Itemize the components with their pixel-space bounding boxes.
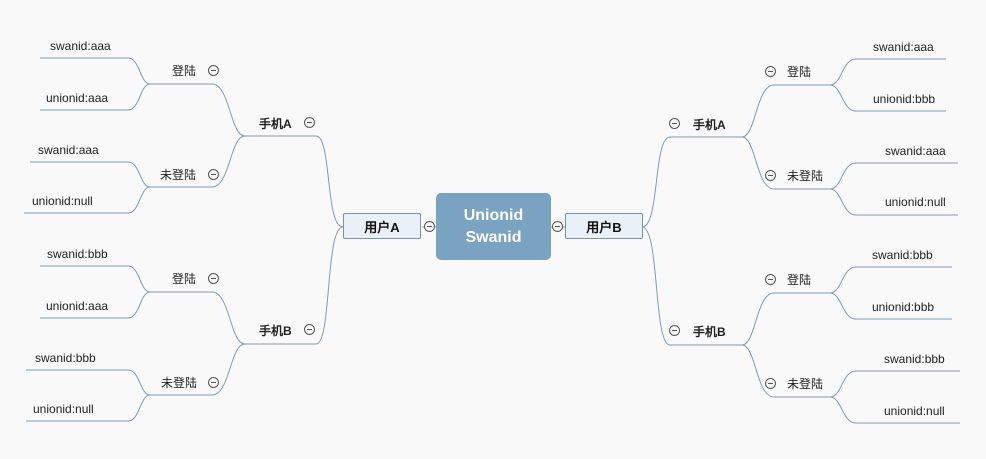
central-topic-line2: Swanid [465,228,522,246]
right-phone-b-login-label[interactable]: 登陆 [787,273,812,287]
collapse-left-phone-b-icon[interactable] [304,324,315,335]
left-phone-a-label[interactable]: 手机A [259,117,292,131]
right-phone-b-login-swanid: swanid:bbb [872,248,933,262]
left-phone-a-login-unionid: unionid:aaa [46,91,109,105]
collapse-right-phone-b-icon[interactable] [669,325,680,336]
right-phone-a-nologin-swanid: swanid:aaa [885,144,946,158]
right-phone-a-login-label[interactable]: 登陆 [787,65,812,79]
left-phone-a-nologin-unionid: unionid:null [32,194,93,208]
collapse-user-a-icon[interactable] [424,221,435,232]
right-phone-a-label[interactable]: 手机A [693,118,726,132]
right-phone-b-nologin-swanid: swanid:bbb [884,352,945,366]
left-phone-b-login-unionid: unionid:aaa [46,299,109,313]
central-topic-line1: Unionid [463,206,524,224]
left-phone-a-login-swanid: swanid:aaa [50,39,111,53]
left-phone-a-nologin-label[interactable]: 未登陆 [160,168,197,182]
collapse-user-b-icon[interactable] [552,221,563,232]
left-phone-b-nologin-unionid: unionid:null [33,402,94,416]
right-phone-a-nologin-label[interactable]: 未登陆 [787,169,824,183]
left-phone-b-login-label[interactable]: 登陆 [172,272,197,286]
user-a-label: 用户A [364,219,400,235]
left-phone-b-login-swanid: swanid:bbb [47,247,108,261]
left-phone-b-label[interactable]: 手机B [259,324,292,338]
left-phone-b-nologin-label[interactable]: 未登陆 [161,376,198,390]
left-phone-b-nologin-swanid: swanid:bbb [35,351,96,365]
right-phone-b-nologin-label[interactable]: 未登陆 [787,377,824,391]
right-phone-a-login-unionid: unionid:bbb [873,92,936,106]
central-topic[interactable]: Unionid Swanid [436,193,551,260]
right-phone-b-login-unionid: unionid:bbb [872,300,935,314]
collapse-left-phone-a-login-icon[interactable] [208,65,219,76]
collapse-left-phone-b-nologin-icon[interactable] [208,377,219,388]
collapse-right-phone-a-login-icon[interactable] [765,66,776,77]
collapse-left-phone-b-login-icon[interactable] [208,273,219,284]
collapse-right-phone-a-nologin-icon[interactable] [765,170,776,181]
collapse-left-phone-a-icon[interactable] [304,117,315,128]
right-phone-a-login-swanid: swanid:aaa [873,40,934,54]
right-phone-b-nologin-unionid: unionid:null [884,404,945,418]
right-phone-b-label[interactable]: 手机B [693,325,726,339]
collapse-right-phone-a-icon[interactable] [669,118,680,129]
left-phone-a-login-label[interactable]: 登陆 [172,64,197,78]
left-phone-a-nologin-swanid: swanid:aaa [38,143,99,157]
user-b-node[interactable]: 用户B [565,213,643,239]
collapse-right-phone-b-login-icon[interactable] [765,274,776,285]
user-b-label: 用户B [586,219,622,235]
collapse-right-phone-b-nologin-icon[interactable] [765,378,776,389]
collapse-left-phone-a-nologin-icon[interactable] [208,169,219,180]
right-phone-a-nologin-unionid: unionid:null [885,195,946,209]
user-a-node[interactable]: 用户A [343,213,421,239]
